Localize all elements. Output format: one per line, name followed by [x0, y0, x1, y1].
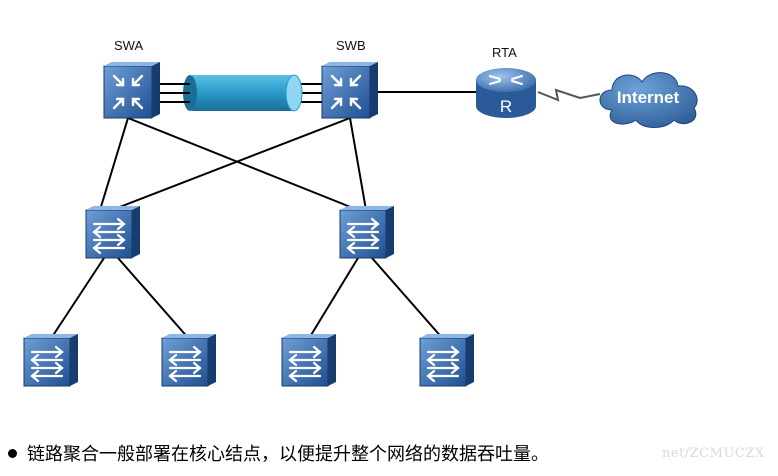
bullet-icon: [8, 448, 17, 458]
switch-arrows-icon: [288, 345, 322, 383]
swb-label: SWB: [336, 38, 366, 53]
caption-text: 链路聚合一般部署在核心结点，以便提升整个网络的数据吞吐量。: [27, 444, 549, 465]
access-switch-1[interactable]: [23, 334, 78, 387]
internet-label: Internet: [617, 88, 680, 107]
core-switch-swa[interactable]: [103, 62, 160, 119]
link-dist-left-access-1: [49, 257, 105, 341]
link-dist-left-access-2: [117, 257, 191, 341]
wan-serial-link-icon: [537, 88, 601, 102]
link-swa-dist-left: [99, 117, 129, 211]
access-switch-4[interactable]: [419, 334, 474, 387]
core-switch-icon: [112, 74, 144, 110]
swa-label: SWA: [114, 38, 144, 53]
link-dist-right-access-4: [371, 257, 445, 341]
watermark: net/ZCMUCZX: [662, 446, 765, 461]
rta-label: RTA: [492, 45, 517, 60]
link-swa-dist-right: [127, 117, 359, 211]
core-switch-icon: [330, 74, 362, 110]
distribution-switch-left[interactable]: [85, 206, 140, 259]
router-arrows-icon: [489, 75, 523, 85]
internet-cloud-icon[interactable]: Internet: [599, 72, 698, 128]
switch-arrows-icon: [168, 345, 202, 383]
core-switch-swb[interactable]: [321, 62, 378, 119]
link-swb-dist-right: [349, 117, 367, 211]
switch-arrows-icon: [92, 217, 126, 255]
switch-arrows-icon: [426, 345, 460, 383]
access-switch-2[interactable]: [161, 334, 216, 387]
link-swb-dist-left: [111, 117, 351, 211]
switch-arrows-icon: [30, 345, 64, 383]
router-rta[interactable]: R: [476, 68, 536, 118]
router-letter: R: [500, 97, 512, 116]
access-switch-3[interactable]: [281, 334, 336, 387]
distribution-switch-right[interactable]: [339, 206, 394, 259]
caption: 链路聚合一般部署在核心结点，以便提升整个网络的数据吞吐量。: [8, 440, 549, 466]
link-dist-right-access-3: [307, 257, 359, 341]
switch-arrows-icon: [346, 217, 380, 255]
eth-trunk-bundle: [160, 74, 303, 112]
